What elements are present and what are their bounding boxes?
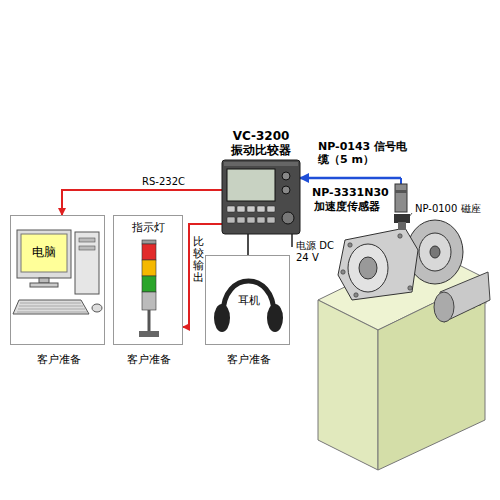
sensor-model: NP-3331N30 (312, 186, 389, 199)
vibration-comparator: VC-3200振动比较器 (222, 160, 300, 234)
indicator-box-icon (114, 216, 184, 346)
accelerometer: NP-3331N30加速度传感器 (312, 186, 412, 216)
customer-note: 客户准备 (5, 353, 112, 366)
sensor-name: 加速度传感器 (314, 200, 380, 213)
connector-label: RS-232C (140, 176, 187, 188)
device-name: 振动比较器 (212, 143, 310, 157)
signal-connector (300, 177, 401, 180)
signal-connector (247, 234, 249, 255)
magnet-base-label: NP-0100 磁座 (414, 203, 482, 215)
signal-connector (62, 190, 222, 215)
customer-note: 客户准备 (196, 353, 301, 366)
customer-note: 客户准备 (104, 353, 194, 366)
indicator-box: 指示灯客户准备 (113, 215, 183, 345)
headphone-box: 耳机客户准备 (205, 255, 290, 345)
screen-label: 电脑 (21, 244, 67, 260)
connector-label: 比较输出 (193, 236, 204, 284)
connector-label: NP-0143 信号电缆（5 m） (318, 140, 414, 166)
headphone-label: 耳机 (230, 294, 267, 307)
indicator-label: 指示灯 (114, 221, 182, 234)
device-model: VC-3200 (212, 129, 310, 143)
vibration-comparator-icon (222, 160, 300, 234)
computer-box-icon (11, 216, 106, 346)
power-label: 电源 DC 24 V (296, 240, 342, 264)
computer-box: 电脑客户准备 (10, 215, 105, 345)
